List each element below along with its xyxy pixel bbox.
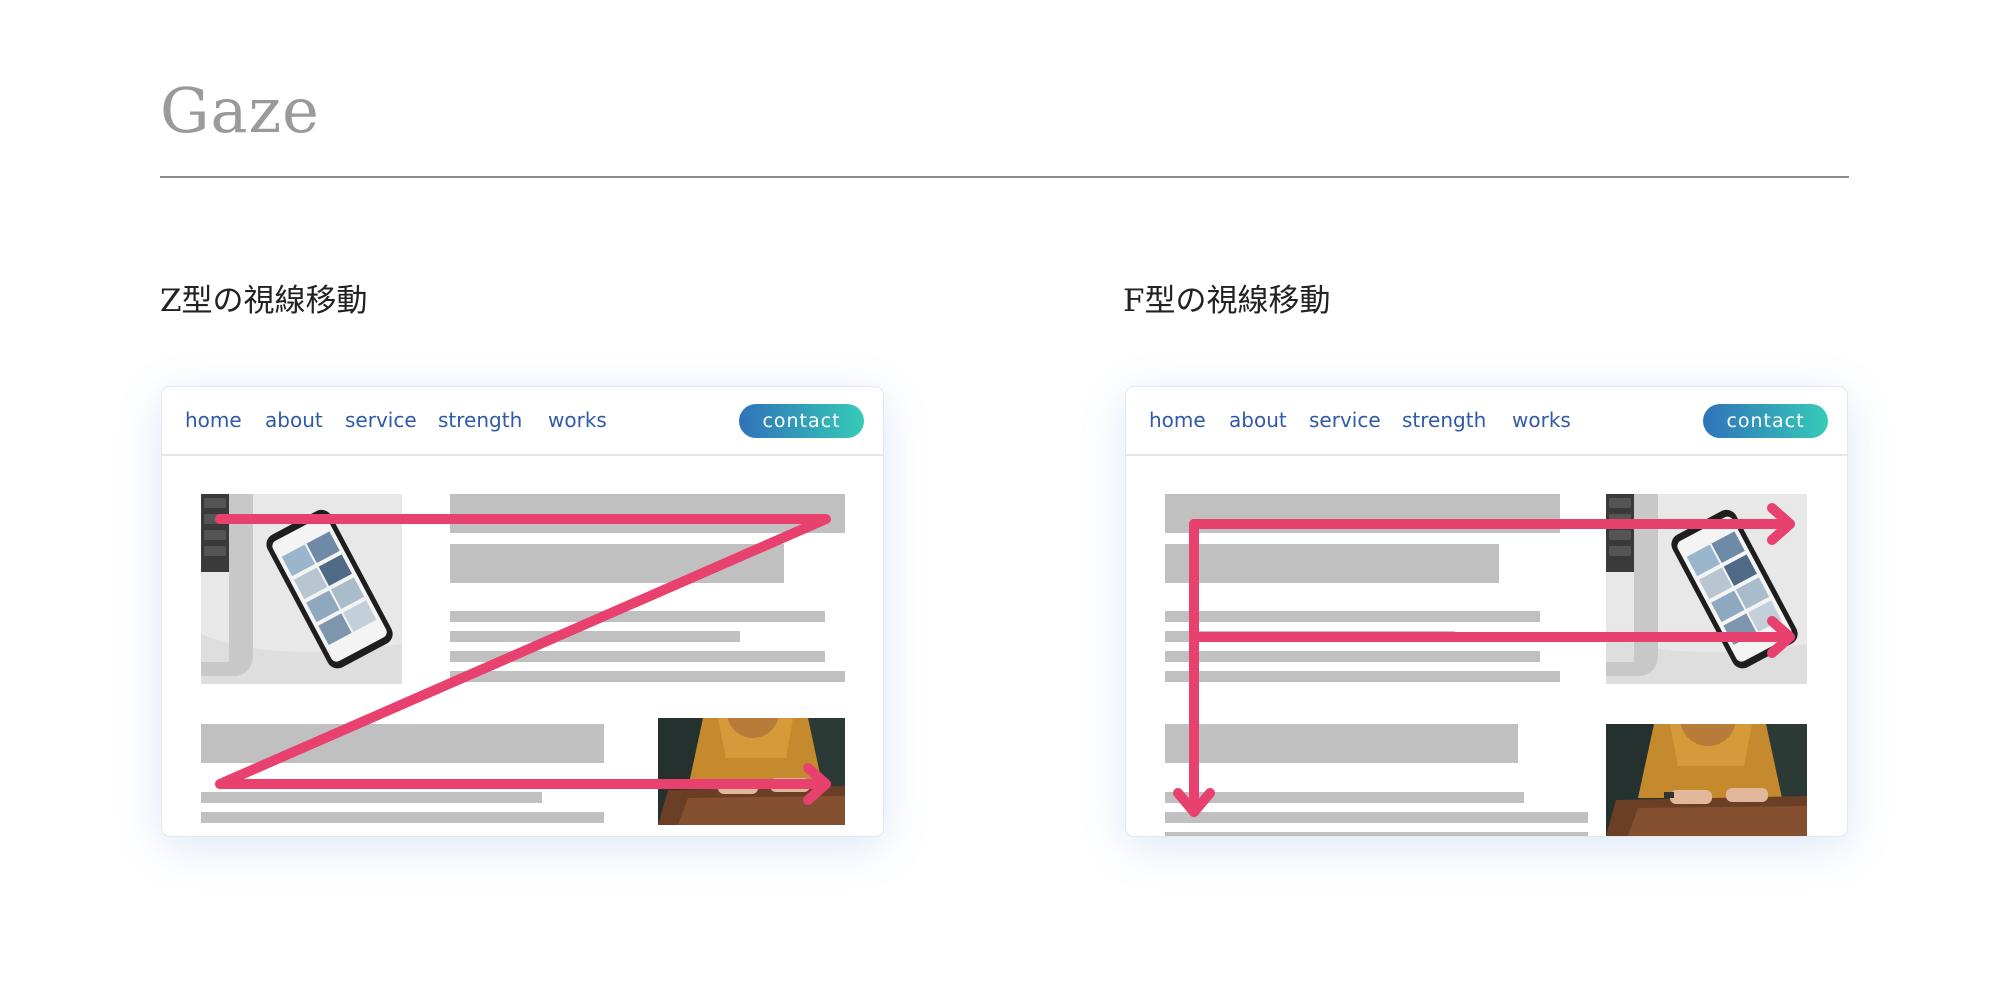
z-pattern-heading: Z型の視線移動	[160, 283, 368, 319]
contact-button[interactable]: contact	[739, 404, 864, 438]
nav-link-strength[interactable]: strength	[1402, 408, 1487, 432]
f-gaze-arrow	[1173, 503, 1795, 817]
nav-link-works[interactable]: works	[1512, 408, 1571, 432]
text-line-placeholder	[1165, 671, 1560, 682]
text-line-placeholder	[201, 812, 604, 823]
text-line-placeholder	[450, 651, 825, 662]
phone-desk-photo	[201, 494, 402, 684]
nav-link-works[interactable]: works	[548, 408, 607, 432]
z-pattern-mockup: home about service strength works contac…	[161, 386, 884, 837]
text-line-placeholder	[1165, 812, 1588, 823]
nav-link-home[interactable]: home	[185, 408, 242, 432]
text-line-placeholder	[450, 671, 845, 682]
nav-link-strength[interactable]: strength	[438, 408, 523, 432]
nav-link-about[interactable]: about	[1229, 408, 1287, 432]
mockup-navbar: home about service strength works contac…	[162, 387, 883, 456]
text-line-placeholder	[1165, 792, 1524, 803]
f-pattern-heading: F型の視線移動	[1123, 283, 1331, 319]
nav-link-about[interactable]: about	[265, 408, 323, 432]
f-pattern-mockup: home about service strength works contac…	[1125, 386, 1848, 837]
nav-link-service[interactable]: service	[345, 408, 417, 432]
nav-link-home[interactable]: home	[1149, 408, 1206, 432]
laptop-typing-photo	[1606, 724, 1807, 836]
z-gaze-arrow	[215, 514, 831, 805]
heading-placeholder	[1165, 544, 1499, 583]
text-line-placeholder	[201, 792, 542, 803]
mockup-navbar: home about service strength works contac…	[1126, 387, 1847, 456]
title-divider	[160, 176, 1849, 178]
text-line-placeholder	[1165, 832, 1588, 836]
heading-placeholder	[201, 724, 604, 763]
heading-placeholder	[450, 494, 845, 533]
text-line-placeholder	[450, 631, 740, 642]
page-title: Gaze	[160, 74, 320, 147]
heading-placeholder	[1165, 724, 1518, 763]
contact-button[interactable]: contact	[1703, 404, 1828, 438]
text-line-placeholder	[450, 611, 825, 622]
nav-link-service[interactable]: service	[1309, 408, 1381, 432]
text-line-placeholder	[1165, 651, 1540, 662]
text-line-placeholder	[1165, 611, 1540, 622]
